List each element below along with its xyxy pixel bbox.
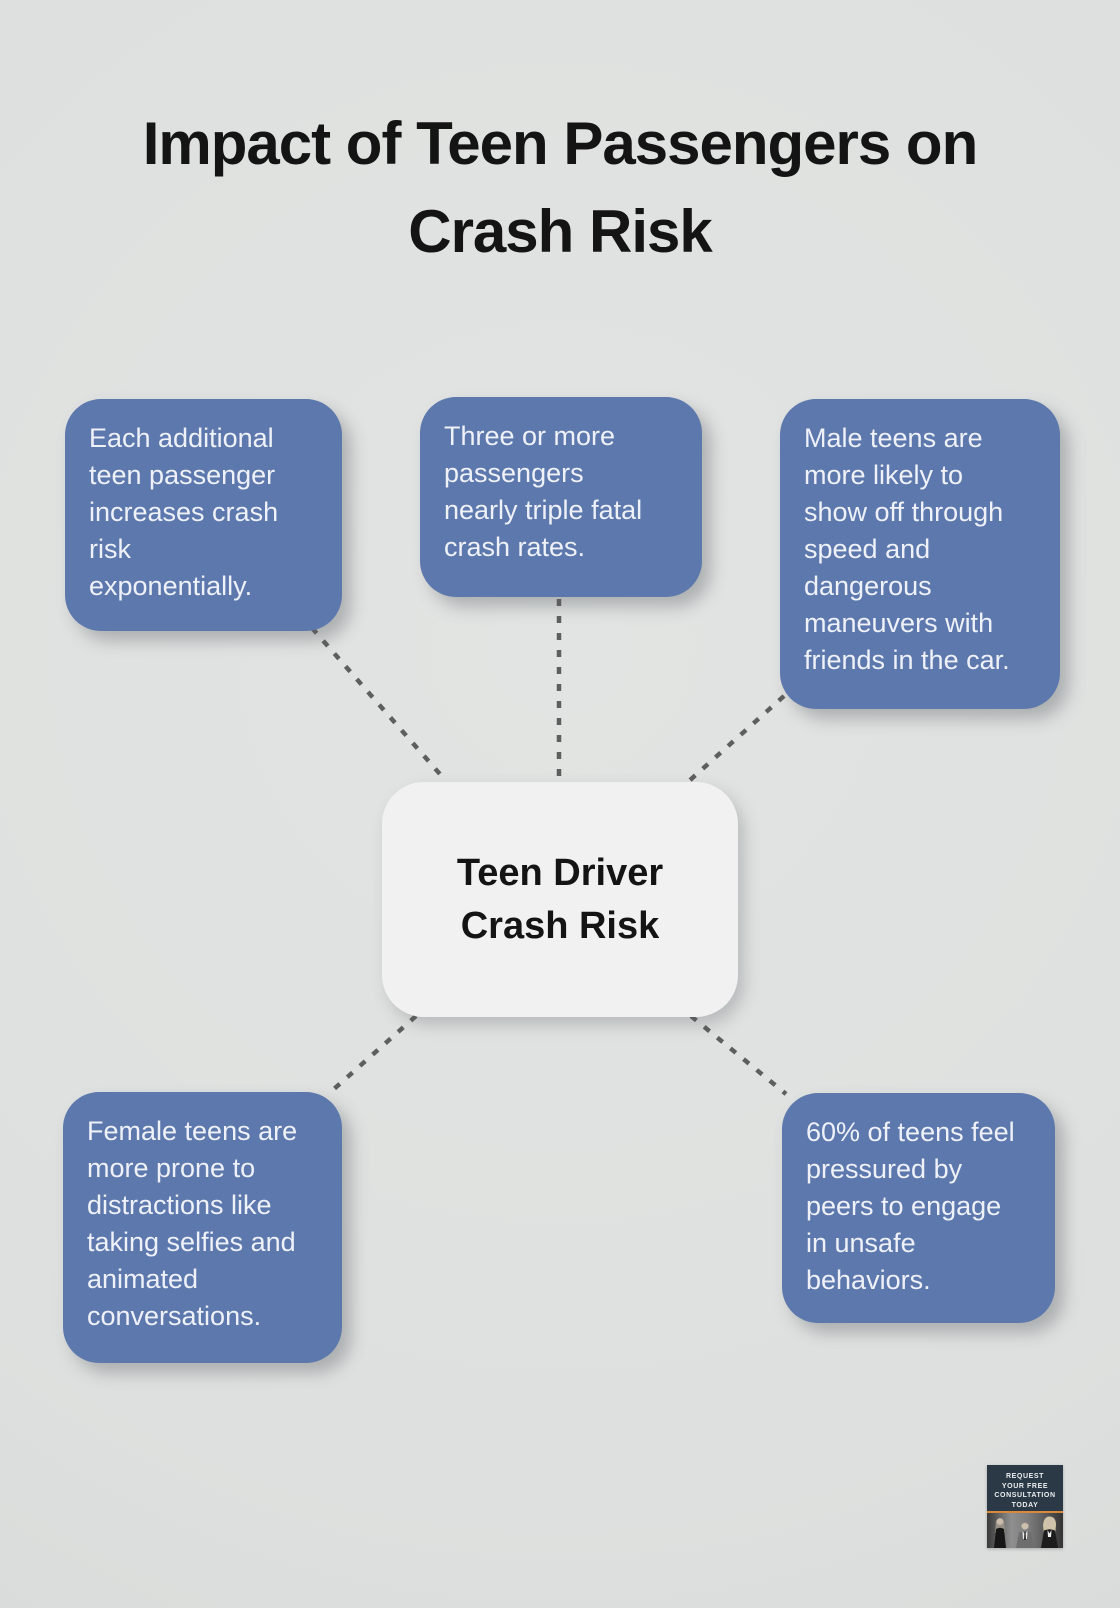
fact-box-top-right: Male teens are more likely to show off t…	[780, 399, 1060, 709]
consultation-cta-badge[interactable]: REQUEST YOUR FREE CONSULTATION TODAY	[987, 1465, 1063, 1548]
fact-text-top-middle: Three or more passengers nearly triple f…	[444, 421, 643, 562]
connector-top-right	[687, 694, 786, 783]
fact-text-top-right: Male teens are more likely to show off t…	[804, 423, 1010, 675]
attorneys-photo	[987, 1513, 1063, 1548]
connector-top-left	[310, 626, 448, 783]
fact-text-bottom-left: Female teens are more prone to distracti…	[87, 1116, 298, 1331]
fact-text-top-left: Each additional teen passenger increases…	[89, 423, 279, 601]
page-title: Impact of Teen Passengers on Crash Risk	[142, 110, 978, 265]
fact-text-bottom-right: 60% of teens feel pressured by peers to …	[806, 1117, 1015, 1295]
central-topic-box: Teen Driver Crash Risk	[382, 782, 738, 1017]
connector-bottom-left	[332, 1014, 418, 1091]
fact-box-top-middle: Three or more passengers nearly triple f…	[420, 397, 702, 597]
connector-bottom-right	[689, 1014, 788, 1096]
consultation-cta-text: REQUEST YOUR FREE CONSULTATION TODAY	[987, 1465, 1063, 1511]
badge-accent-divider	[987, 1511, 1063, 1513]
fact-box-bottom-right: 60% of teens feel pressured by peers to …	[782, 1093, 1055, 1323]
central-topic-label: Teen Driver Crash Risk	[456, 851, 664, 947]
fact-box-bottom-left: Female teens are more prone to distracti…	[63, 1092, 342, 1363]
fact-box-top-left: Each additional teen passenger increases…	[65, 399, 342, 631]
